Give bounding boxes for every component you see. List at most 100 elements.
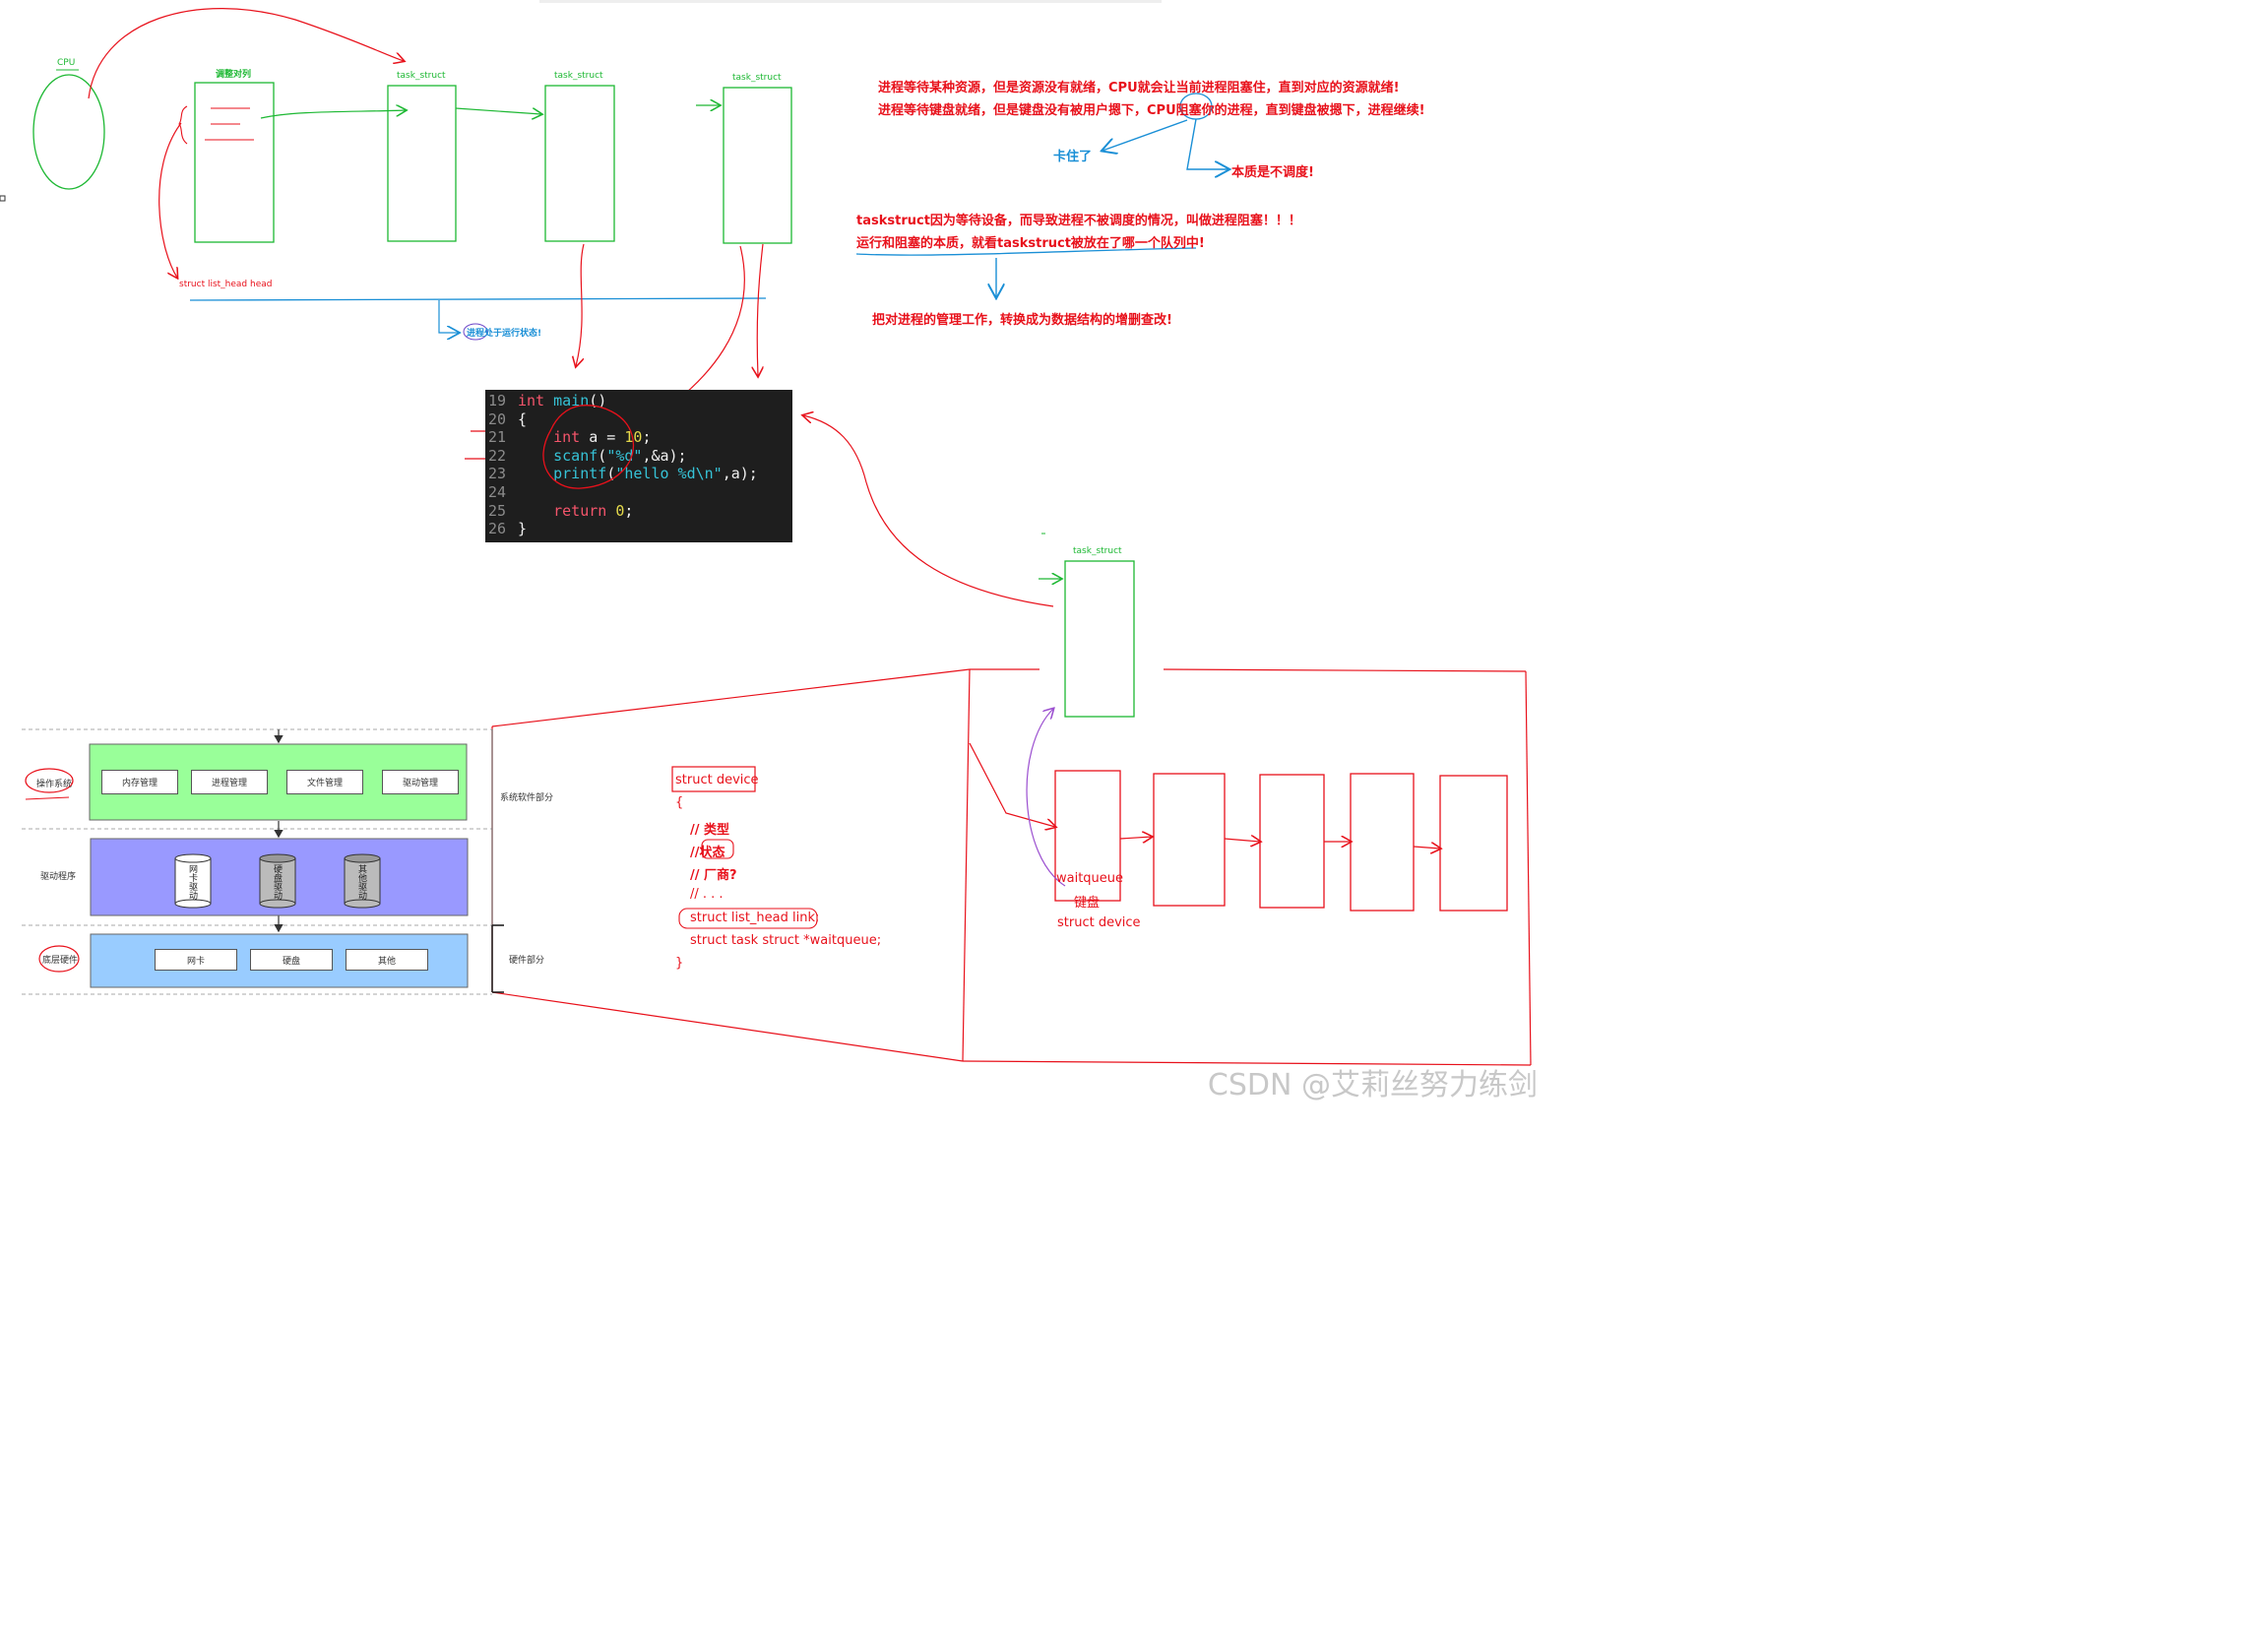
task-struct-box-2: [544, 85, 615, 242]
hw-netcard: 网卡: [155, 949, 237, 971]
system-software-label: 系统软件部分: [500, 793, 554, 803]
cpu-ellipse: [32, 74, 105, 190]
task-struct-box-wait: [1064, 560, 1135, 718]
task-struct-label-wait: task_struct: [1073, 546, 1122, 556]
blocked-note-1: taskstruct因为等待设备，而导致进程不被调度的情况，叫做进程阻塞！！！: [856, 214, 1301, 228]
device-box-1: [1054, 770, 1121, 902]
running-state-label: 进程处于运行状态!: [467, 329, 542, 339]
code-token: int: [518, 392, 554, 409]
driver-netcard: 网卡驱动: [187, 864, 197, 900]
code-line: 19 int main(): [485, 392, 792, 410]
code-token: printf: [553, 465, 607, 483]
code-token: 0: [615, 501, 625, 520]
code-token: "hello %d\n": [615, 465, 723, 483]
code-token: (: [606, 465, 616, 483]
device-line-vendor: // 厂商?: [690, 868, 737, 883]
code-token: a =: [580, 428, 625, 447]
line-number: 23: [488, 465, 507, 483]
struct-device-title: struct device: [675, 773, 759, 787]
task-struct-box-3: [723, 87, 792, 244]
code-token: "%d": [606, 446, 643, 465]
code-token: }: [518, 520, 528, 538]
hardware-label: 底层硬件: [42, 956, 79, 966]
code-token: scanf: [553, 446, 598, 465]
line-number: 26: [488, 520, 507, 538]
code-token: ,&a);: [642, 446, 687, 465]
line-number: 24: [488, 482, 507, 501]
hardware-part-label: 硬件部分: [509, 956, 545, 966]
code-token: (: [598, 446, 607, 465]
os-label: 操作系统: [36, 780, 73, 789]
code-token: [518, 428, 553, 446]
device-box-4: [1350, 773, 1415, 912]
code-line: 22 scanf("%d",&a);: [485, 447, 792, 466]
device-line-type: // 类型: [690, 823, 730, 838]
code-line: 26}: [485, 520, 792, 538]
module-memory: 内存管理: [101, 770, 178, 794]
note-line-2: 进程等待键盘就绪，但是键盘没有被用户摁下，CPU阻塞你的进程，直到键盘被摁下，进…: [878, 103, 1425, 118]
code-token: [518, 465, 553, 482]
device-line-etc: // . . .: [690, 887, 724, 902]
task-struct-label-1: task_struct: [397, 71, 446, 81]
line-number: 22: [488, 446, 507, 465]
code-line: 25 return 0;: [485, 502, 792, 521]
code-line: 20 {: [485, 410, 792, 429]
note-line-1: 进程等待某种资源，但是资源没有就绪，CPU就会让当前进程阻塞住，直到对应的资源就…: [878, 81, 1400, 95]
hw-disk: 硬盘: [250, 949, 333, 971]
driver-cylinder-2: [259, 853, 296, 909]
task-struct-label-3: task_struct: [732, 73, 782, 83]
module-file: 文件管理: [286, 770, 363, 794]
run-queue-label: 调整对列: [216, 70, 252, 80]
code-token: ;: [624, 501, 634, 520]
device-line-waitqueue: struct task struct *waitqueue;: [690, 933, 882, 948]
list-head-label: struct list_head head: [179, 280, 273, 289]
cpu-arrow: [88, 8, 404, 99]
device-box-5: [1439, 775, 1508, 912]
diagram-canvas: [0, 0, 1532, 1066]
device-line-link: struct list_head link;: [690, 911, 820, 925]
code-token: [518, 447, 553, 465]
essence-label: 本质是不调度!: [1231, 165, 1314, 180]
code-token: ;: [642, 428, 652, 447]
driver-disk: 硬盘驱动: [272, 864, 282, 900]
module-process: 进程管理: [191, 770, 268, 794]
line-number: 25: [488, 501, 507, 520]
keyboard-text: 键盘: [1074, 896, 1101, 911]
stuck-label: 卡住了: [1053, 150, 1093, 164]
device-box-3: [1259, 774, 1325, 909]
code-token: 10: [624, 428, 643, 447]
device-line-close: }: [675, 956, 684, 971]
task-struct-box-1: [387, 85, 457, 242]
conclusion-note: 把对进程的管理工作，转换成为数据结构的增删查改!: [872, 313, 1172, 328]
code-token: return: [553, 501, 616, 520]
line-number: 20: [488, 409, 507, 428]
driver-program-label: 驱动程序: [40, 872, 77, 882]
driver-cylinder-1: [174, 853, 212, 909]
code-line: 24: [485, 483, 792, 502]
struct-device-label: struct device: [1057, 915, 1141, 930]
code-line: 23 printf("hello %d\n",a);: [485, 465, 792, 483]
list-head-line: [189, 297, 767, 301]
device-line-open: {: [675, 795, 684, 810]
code-token: int: [553, 428, 581, 447]
line-number: 19: [488, 392, 507, 409]
code-token: {: [518, 409, 528, 428]
cpu-label: CPU: [57, 58, 76, 68]
device-box-2: [1153, 773, 1226, 907]
code-token: main: [553, 392, 590, 409]
module-driver: 驱动管理: [382, 770, 459, 794]
hw-other: 其他: [346, 949, 428, 971]
watermark: CSDN @艾莉丝努力练剑: [1207, 1068, 1538, 1102]
code-token: ,a);: [722, 465, 758, 483]
code-line: 21 int a = 10;: [485, 428, 792, 447]
line-number: 21: [488, 428, 507, 447]
run-queue-box: [194, 82, 275, 243]
device-line-state: //状态: [690, 846, 725, 860]
waitqueue-text: waitqueue: [1056, 871, 1124, 886]
blocked-note-2: 运行和阻塞的本质，就看taskstruct被放在了哪一个队列中!: [856, 236, 1205, 251]
driver-other: 其他驱动: [356, 864, 366, 900]
code-token: [518, 502, 553, 520]
driver-cylinder-3: [344, 853, 381, 909]
code-token: (): [589, 392, 607, 409]
